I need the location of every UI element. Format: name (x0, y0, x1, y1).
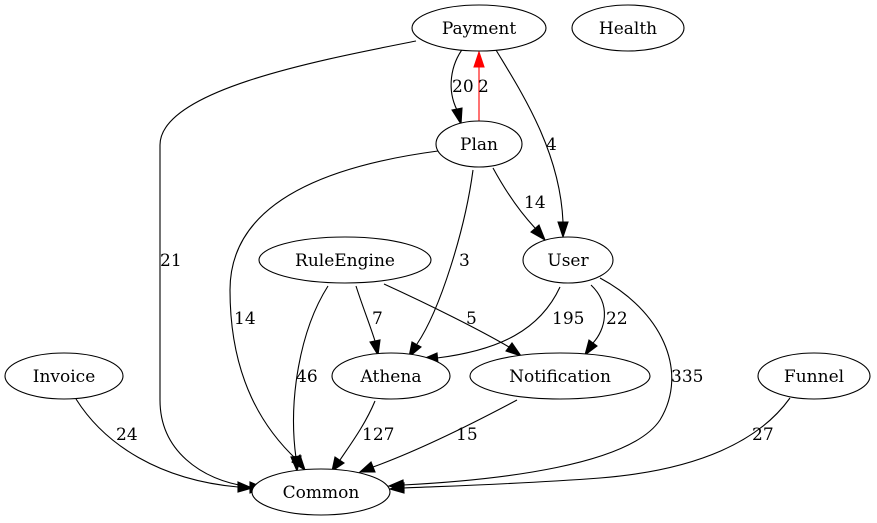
edge-line (229, 150, 439, 461)
arrowhead (331, 456, 345, 473)
node-label: User (547, 251, 589, 271)
edge-line (293, 285, 329, 459)
node-label: Payment (442, 19, 517, 39)
edge-line (355, 285, 376, 342)
edge-user-athena: 195 (421, 286, 584, 364)
arrowhead (557, 221, 569, 239)
arrowhead (369, 339, 381, 357)
edge-ruleengine-athena: 7 (355, 285, 383, 357)
edge-line (339, 400, 376, 461)
edge-label: 127 (362, 425, 394, 445)
node-label: Health (599, 19, 657, 39)
arrowhead (388, 482, 405, 494)
edge-ruleengine-notification: 5 (383, 283, 523, 358)
node-funnel: Funnel (757, 352, 871, 400)
arrowhead (505, 342, 523, 358)
edge-label: 20 (452, 77, 474, 97)
edge-label: 15 (456, 425, 478, 445)
node-label: Common (283, 483, 360, 503)
edge-athena-common: 127 (331, 400, 394, 473)
edge-line (75, 398, 239, 488)
edge-label: 21 (160, 251, 182, 271)
arrowhead (408, 341, 422, 359)
arrowhead (451, 107, 463, 126)
edge-line (450, 46, 465, 111)
edge-ruleengine-common: 46 (290, 285, 329, 473)
edge-line (436, 286, 561, 359)
node-invoice: Invoice (4, 352, 124, 400)
edge-line (590, 284, 605, 344)
edge-notification-common: 15 (358, 399, 518, 473)
node-label: Notification (509, 367, 611, 387)
node-athena: Athena (331, 352, 451, 400)
edge-label: 22 (606, 309, 628, 329)
edge-line (372, 399, 518, 468)
arrowhead (530, 224, 547, 242)
edge-line (492, 167, 536, 229)
edge-label: 27 (752, 425, 774, 445)
arrowhead (584, 339, 598, 357)
edge-plan-common: 14 (229, 150, 439, 472)
edge-label: 2 (478, 77, 489, 97)
edge-label: 335 (671, 367, 703, 387)
edge-user-notification: 22 (584, 284, 628, 357)
arrowhead (473, 50, 485, 68)
edge-label: 195 (552, 309, 584, 329)
edge-label: 46 (296, 367, 318, 387)
edge-label: 7 (372, 309, 383, 329)
node-label: Funnel (784, 367, 844, 387)
edge-label: 24 (116, 425, 138, 445)
edge-label: 3 (459, 251, 470, 271)
edge-line (159, 40, 417, 488)
node-ruleengine: RuleEngine (258, 236, 432, 284)
edge-line (403, 397, 791, 489)
edge-payment-user: 4 (495, 49, 569, 239)
edge-label: 4 (546, 135, 557, 155)
edge-plan-user: 14 (492, 167, 547, 242)
edge-funnel-common: 27 (388, 397, 791, 494)
node-common: Common (251, 468, 391, 516)
node-user: User (522, 236, 614, 284)
arrowhead (358, 461, 376, 473)
edge-line (383, 283, 510, 348)
edge-line (416, 169, 474, 345)
node-label: Invoice (33, 367, 96, 387)
edge-line (402, 277, 673, 486)
node-payment: Payment (411, 4, 547, 52)
arrowhead (290, 455, 302, 473)
edge-invoice-common: 24 (75, 398, 254, 493)
node-label: Plan (460, 135, 498, 155)
node-plan: Plan (435, 120, 523, 168)
edge-payment-plan: 20 (450, 46, 474, 126)
node-notification: Notification (469, 352, 651, 400)
edge-label: 14 (234, 309, 256, 329)
edge-label: 14 (524, 193, 546, 213)
edge-label: 5 (466, 309, 477, 329)
edge-plan-payment: 2 (473, 50, 489, 126)
arrowhead (237, 481, 254, 493)
node-label: RuleEngine (295, 251, 395, 271)
node-health: Health (571, 4, 685, 52)
edge-line (495, 49, 564, 223)
edge-plan-athena: 3 (408, 169, 474, 359)
node-label: Athena (360, 367, 422, 387)
